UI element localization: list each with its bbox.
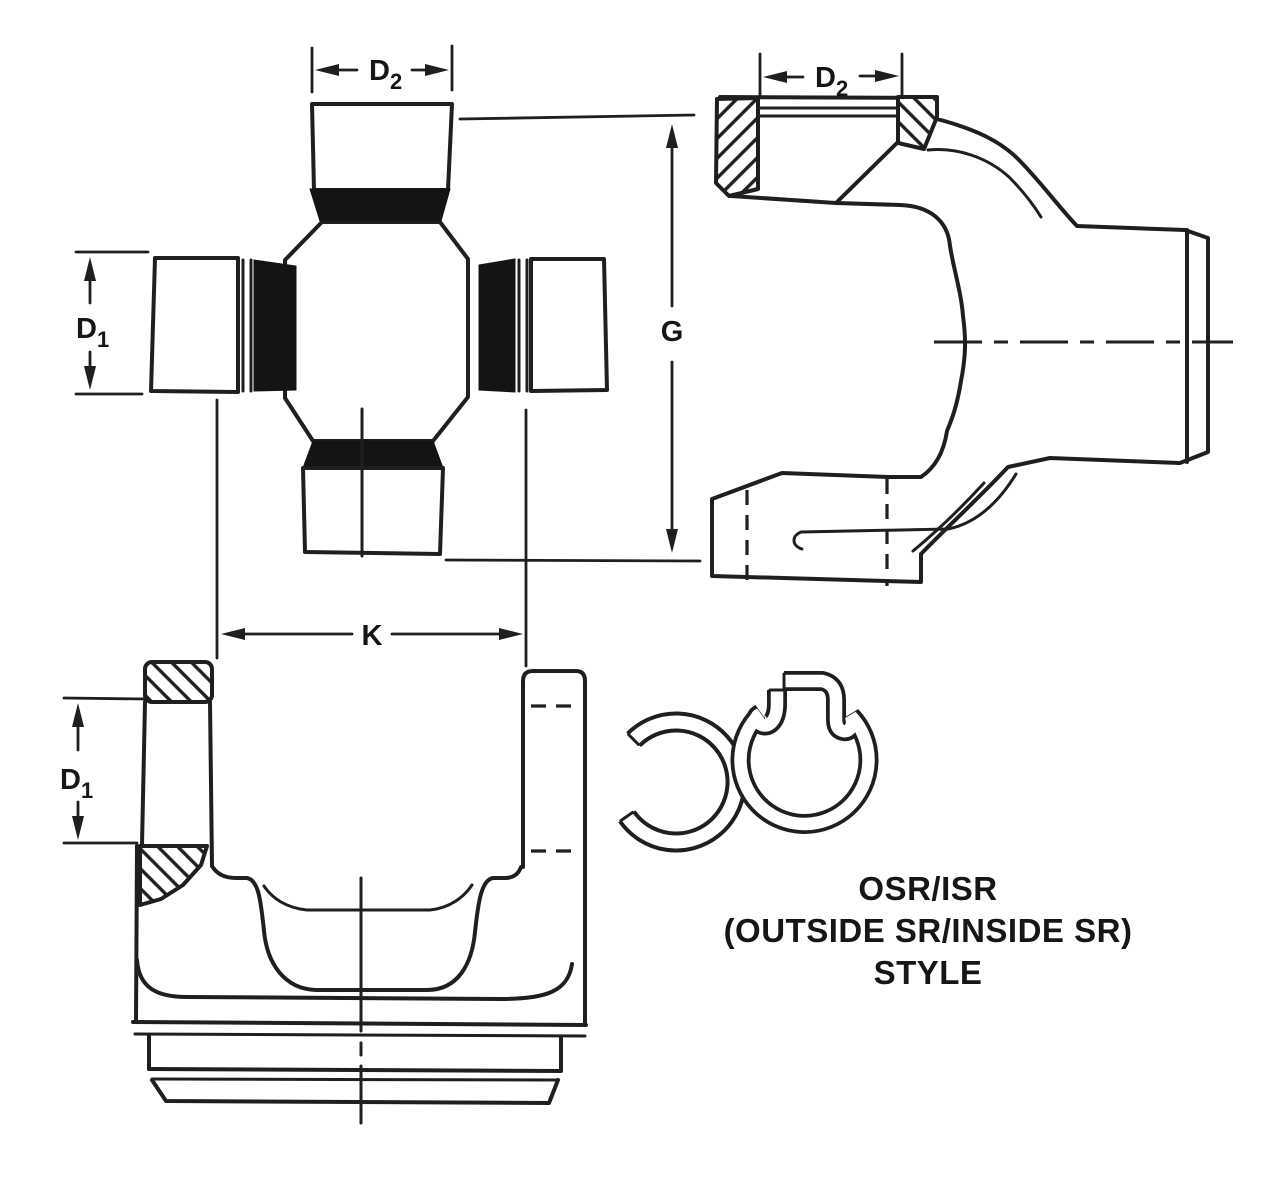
caption-line-2: (OUTSIDE SR/INSIDE SR)	[724, 912, 1133, 949]
dim-label-g: G	[661, 316, 684, 348]
dim-label-d1-cross: D1	[76, 313, 109, 352]
cross-right-trunnion	[529, 257, 609, 393]
cup-bore-profile	[262, 883, 474, 912]
bore-outer-wall	[140, 700, 147, 847]
cross-top-trunnion	[310, 102, 454, 192]
section-hatch-cap	[143, 660, 214, 704]
cup-seat-profile	[210, 864, 523, 992]
yoke-cross-section-view	[131, 660, 588, 1125]
flange-line	[147, 1067, 563, 1073]
dimension-d1-cross: D1	[74, 250, 150, 396]
dim-label-d2-yoke: D2	[815, 62, 848, 101]
cross-bottom-seal	[302, 440, 444, 469]
yoke-ear-edge	[834, 140, 900, 205]
right-arm	[521, 669, 587, 1025]
flange-line	[150, 1077, 560, 1082]
outer-wall-left	[134, 844, 139, 1024]
outside-snap-ring	[618, 711, 747, 853]
caption-line-3: STYLE	[874, 954, 983, 991]
dim-label-k: K	[362, 620, 383, 652]
dimension-d1-section: D1	[60, 696, 147, 845]
osr-end-cut	[619, 811, 634, 822]
osr-end-cut	[627, 733, 640, 746]
ujoint-cross-view	[149, 102, 609, 558]
dim-label-d2-cross: D2	[369, 55, 402, 94]
cup-section-hatch-right	[896, 95, 939, 151]
caption-line-1: OSR/ISR	[858, 870, 997, 907]
cross-left-trunnion	[149, 256, 240, 394]
dim-label-d1-section: D1	[60, 764, 93, 803]
yoke-outline	[710, 95, 1210, 584]
section-hatch-ear	[138, 844, 209, 907]
cross-top-seal	[309, 188, 451, 222]
cross-left-seal	[253, 259, 297, 392]
yoke-bore-line	[792, 472, 1018, 551]
dimension-k: K	[215, 398, 528, 668]
dimension-g: G	[444, 113, 702, 563]
cup-section-hatch-left	[714, 96, 760, 198]
cross-body	[283, 220, 470, 443]
dimension-d2-yoke: D2	[758, 52, 904, 101]
flange-yoke-side-view	[710, 95, 1233, 586]
caption-block: OSR/ISR (OUTSIDE SR/INSIDE SR) STYLE	[724, 870, 1133, 991]
dimension-d2-cross: D2	[310, 44, 454, 94]
yoke-hump-inner-curve	[926, 148, 1043, 219]
yoke-web-inner-curve	[911, 481, 986, 553]
cross-right-seal	[478, 258, 516, 393]
bowl-bottom-curve	[135, 958, 574, 1001]
inside-snap-ring	[730, 671, 879, 834]
cross-bottom-trunnion	[301, 466, 445, 556]
flange-bottom	[150, 1078, 560, 1105]
bore-inner-wall	[208, 700, 214, 868]
flange-line	[133, 1032, 587, 1038]
